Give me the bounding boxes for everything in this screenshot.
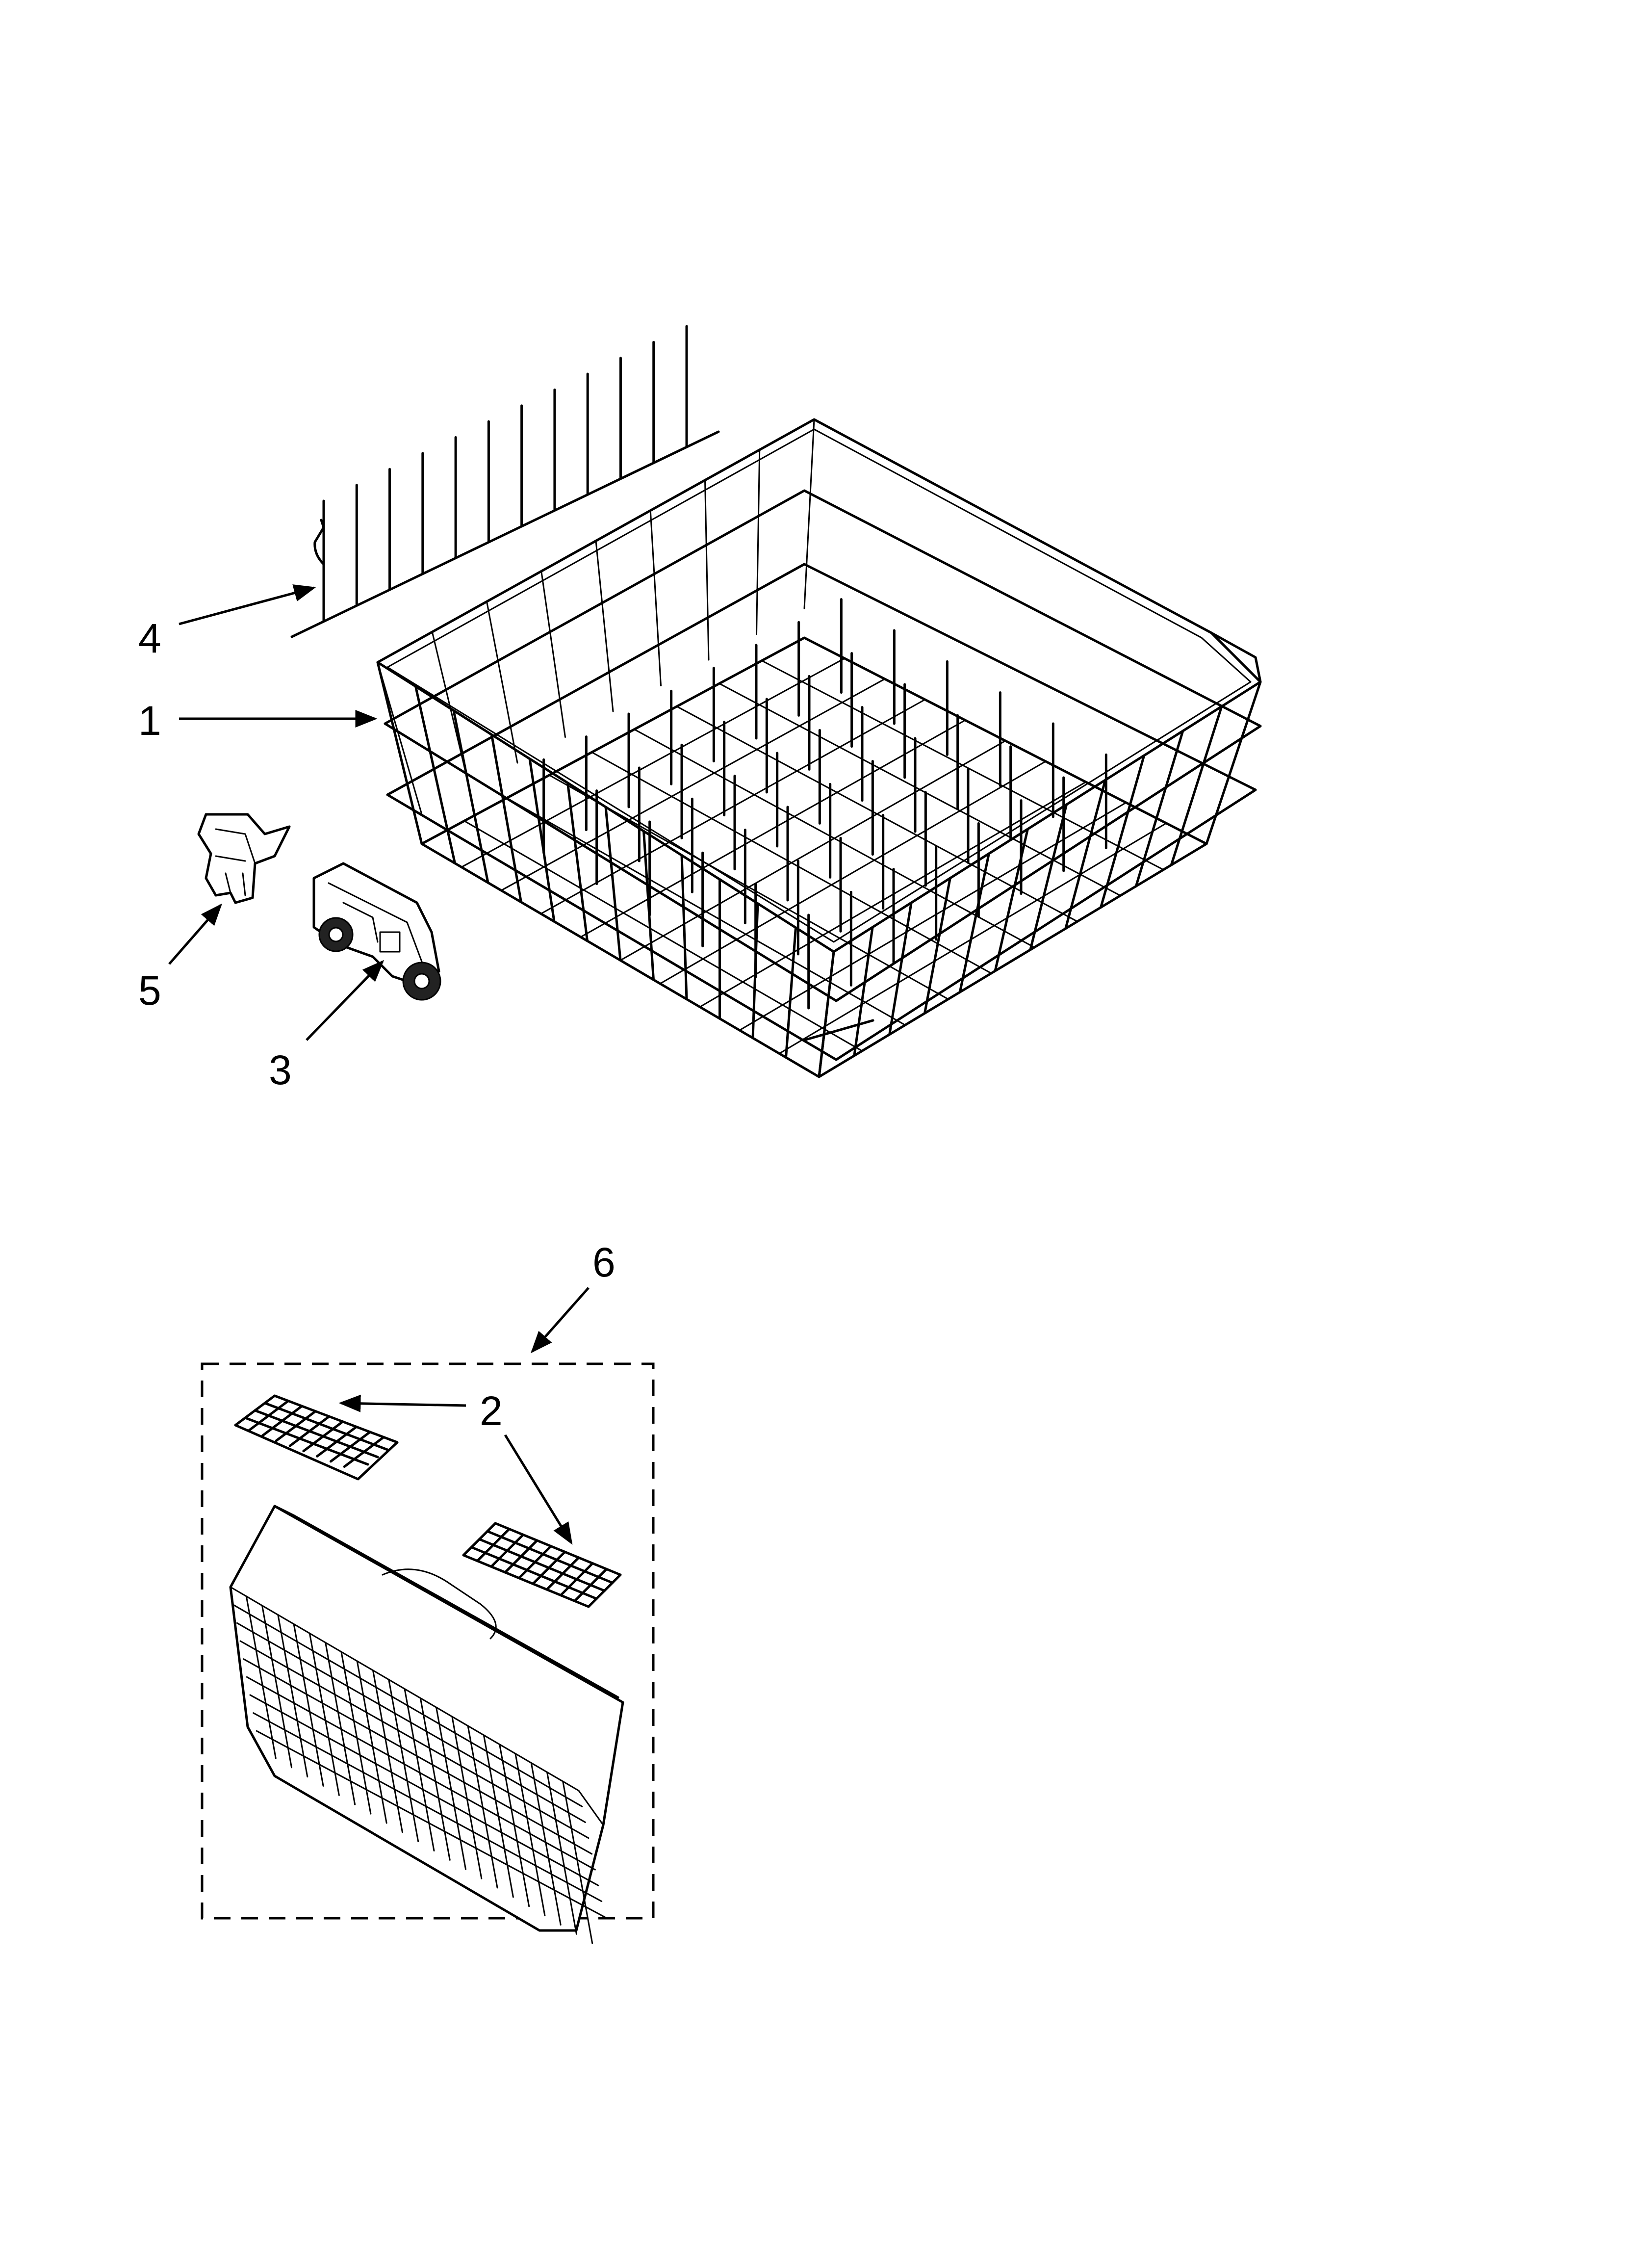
callout-3: 3 xyxy=(269,1047,292,1093)
rack-clip-part xyxy=(197,813,291,904)
wire-segment xyxy=(994,828,1029,972)
wire-segment xyxy=(431,631,470,789)
wire-segment xyxy=(376,661,423,845)
wire-segment xyxy=(356,1660,387,1824)
leader-4 xyxy=(179,584,316,626)
wire-segment xyxy=(490,733,522,904)
callout-1: 1 xyxy=(138,698,161,744)
wire-segment xyxy=(853,926,874,1057)
wire-segment xyxy=(308,1632,340,1796)
wire-segment xyxy=(546,1771,577,1935)
wire-segment xyxy=(595,540,614,712)
wire-segment xyxy=(486,1530,614,1584)
wire-segment xyxy=(958,852,990,993)
wire-segment xyxy=(566,782,589,942)
wire-segment xyxy=(340,1651,372,1815)
wire-segment xyxy=(470,1546,598,1600)
basket-kit-boundary xyxy=(201,1362,655,1920)
callout-2: 2 xyxy=(480,1388,503,1434)
silverware-basket-part xyxy=(229,1505,624,1944)
wire-segment xyxy=(803,418,815,609)
wire-segment xyxy=(756,449,761,635)
wire-segment xyxy=(419,1697,451,1861)
wire-segment xyxy=(372,1669,403,1833)
basket-cover-lower xyxy=(462,1522,622,1608)
callout-6: 6 xyxy=(592,1239,616,1285)
leader-2a xyxy=(338,1394,466,1412)
wire-segment xyxy=(680,854,688,1001)
wire-segment xyxy=(486,600,518,764)
wire-segment xyxy=(500,678,886,891)
wire-segment xyxy=(263,1402,389,1451)
leader-3 xyxy=(306,960,385,1041)
wire-segment xyxy=(778,822,1167,1054)
dish-rack-part xyxy=(376,418,1262,1078)
wire-segment xyxy=(649,510,662,686)
leader-2b xyxy=(504,1434,573,1545)
wire-segment xyxy=(256,1730,606,1918)
basket-cover-upper xyxy=(234,1394,399,1481)
wire-segment xyxy=(530,1762,562,1926)
wire-segment xyxy=(245,1595,277,1759)
wire-segment xyxy=(233,1604,583,1807)
wire-segment xyxy=(461,657,846,868)
wire-segment xyxy=(818,950,835,1078)
wire-segment xyxy=(239,1640,590,1839)
wire-segment xyxy=(452,709,489,884)
roller-assembly-part xyxy=(312,862,441,1001)
leader-6 xyxy=(531,1287,590,1354)
wire-segment xyxy=(236,1622,586,1823)
wire-segment xyxy=(293,1623,324,1787)
wire-segment xyxy=(704,479,710,661)
wire-segment xyxy=(414,685,456,865)
wire-segment xyxy=(619,740,1006,961)
wire-segment xyxy=(451,1716,483,1879)
wire-segment xyxy=(249,1694,599,1886)
wire-segment xyxy=(478,1538,606,1592)
wire-segment xyxy=(739,802,1127,1031)
wire-segment xyxy=(246,1676,596,1871)
wire-segment xyxy=(1064,779,1107,930)
wire-segment xyxy=(888,901,913,1036)
leader-5 xyxy=(168,903,222,965)
wire-segment xyxy=(1100,754,1146,909)
wire-segment xyxy=(604,806,622,962)
wire-segment xyxy=(436,1706,467,1870)
wire-segment xyxy=(377,661,423,815)
callout-4: 4 xyxy=(138,615,161,661)
wire-segment xyxy=(785,926,797,1059)
wire-segment xyxy=(325,1642,356,1805)
wire-segment xyxy=(580,719,966,938)
wire-segment xyxy=(261,1605,293,1769)
wire-segment xyxy=(1029,803,1068,951)
wire-segment xyxy=(562,1780,593,1944)
wire-segment xyxy=(1205,680,1262,845)
wire-segment xyxy=(244,1416,369,1466)
wire-segment xyxy=(540,699,926,914)
wire-segment xyxy=(528,757,556,923)
wire-segment xyxy=(1170,705,1223,866)
wire-segment xyxy=(253,1712,603,1903)
wire-segment xyxy=(277,1614,308,1778)
wire-segment xyxy=(540,570,566,738)
wire-segment xyxy=(923,877,951,1015)
callout-5: 5 xyxy=(138,967,161,1014)
wire-segment xyxy=(659,760,1047,985)
wire-segment xyxy=(243,1658,593,1855)
tine-row-part xyxy=(290,325,720,638)
wire-segment xyxy=(254,1409,379,1459)
